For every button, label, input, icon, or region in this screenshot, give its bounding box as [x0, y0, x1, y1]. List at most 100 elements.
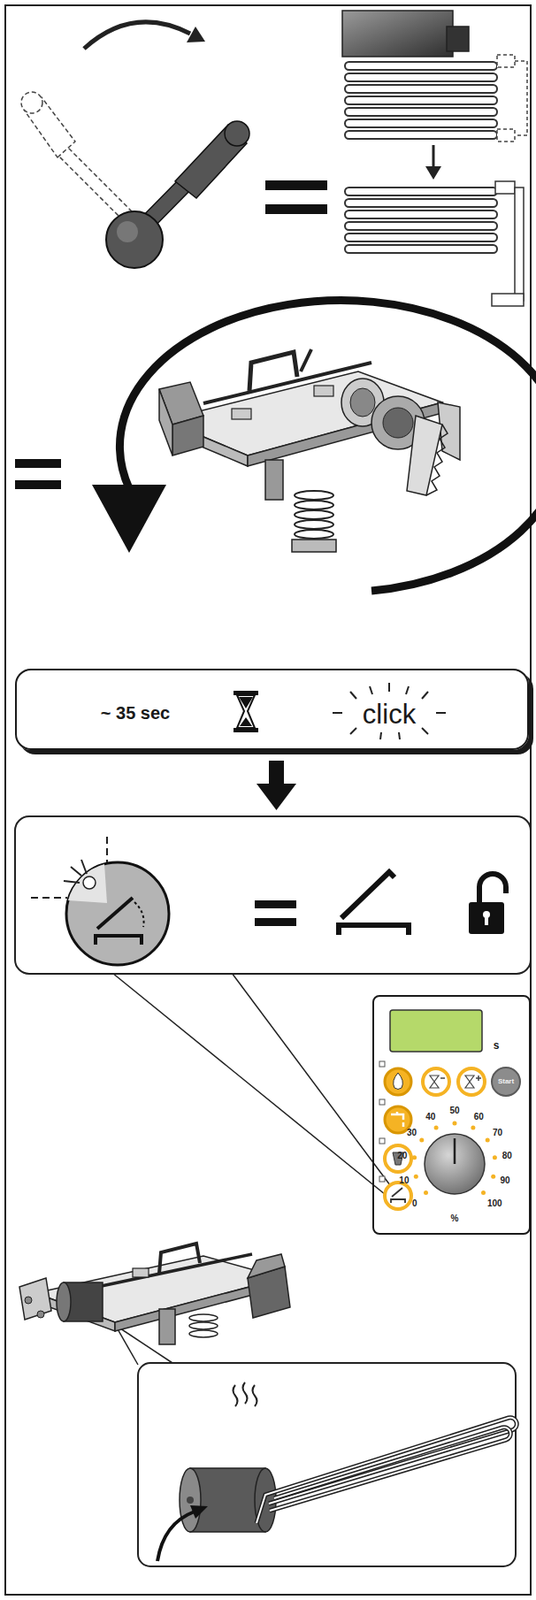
unit-label: s — [493, 1040, 500, 1051]
coil-fitting — [497, 129, 515, 142]
time-label: ~ 35 sec — [100, 704, 170, 722]
coil-turn — [344, 130, 498, 139]
coil-head — [342, 10, 453, 57]
down-arrow — [268, 760, 284, 786]
equals-sign — [254, 918, 297, 927]
timer-box: ~ 35 sec click — [15, 668, 529, 751]
equals-sign — [254, 900, 297, 909]
equals-sign — [265, 180, 328, 191]
click-rays — [332, 682, 446, 740]
machine-saw — [406, 415, 443, 496]
machine-spring — [189, 1314, 218, 1322]
open-lid-symbol — [341, 872, 395, 919]
dial-unit: % — [451, 1214, 460, 1224]
coil-turn — [344, 187, 498, 196]
status-led — [379, 1138, 385, 1144]
coil-turn — [344, 245, 498, 253]
dial-value: 50 — [449, 1106, 460, 1116]
dial-value: 60 — [474, 1112, 484, 1122]
equals-sign — [265, 204, 328, 215]
lever-ghost — [54, 145, 138, 222]
machine-spring — [189, 1322, 218, 1330]
display-screen — [390, 1010, 483, 1052]
machine-fitting — [132, 1268, 149, 1278]
lever-handle — [224, 121, 250, 146]
click-ray — [421, 691, 429, 699]
dial-value: 70 — [492, 1128, 503, 1138]
coil-turn — [344, 119, 498, 128]
machine-block — [159, 389, 173, 456]
tongs — [269, 1427, 511, 1511]
hourglass-icon — [238, 696, 253, 709]
heat-waves — [233, 1385, 238, 1407]
dial-dot — [490, 1174, 496, 1180]
equals-sign — [15, 480, 62, 490]
coil-head — [446, 26, 469, 52]
padlock-open — [468, 902, 505, 935]
down-arrow — [432, 145, 436, 169]
machine-fitting — [313, 385, 334, 397]
heat-waves — [243, 1382, 248, 1404]
dashed-guide — [30, 896, 68, 899]
click-ray — [388, 682, 391, 692]
machine-pipe — [265, 459, 284, 500]
coil-pipe — [514, 61, 528, 136]
dial-dot — [485, 1138, 491, 1143]
coil-turn — [344, 233, 498, 242]
coil-pipe — [514, 187, 524, 301]
dial-dot — [412, 1155, 417, 1160]
machine-spring — [294, 510, 334, 520]
button-label: Start — [497, 1078, 514, 1086]
dial-value: 100 — [487, 1199, 503, 1209]
status-led — [379, 1176, 385, 1182]
machine-cylinder — [350, 388, 376, 417]
light-ray — [81, 859, 87, 874]
dial-value: 0 — [412, 1199, 418, 1209]
padlock-keyhole — [484, 914, 489, 926]
dial-value: 30 — [406, 1128, 417, 1138]
lever-pivot — [116, 221, 138, 243]
coil-fitting — [491, 293, 524, 307]
click-label: click — [362, 700, 416, 728]
coil-turn — [344, 96, 498, 105]
coil-turn — [344, 199, 498, 207]
rotation-arrow — [119, 300, 536, 591]
hourglass-icon — [465, 1075, 475, 1088]
machine-handle — [249, 352, 298, 391]
coil-turn — [344, 107, 498, 116]
dial-dot — [492, 1155, 498, 1160]
open-lid-symbol — [338, 925, 409, 935]
coil-turn — [344, 84, 498, 93]
dial-dot — [419, 1138, 424, 1143]
time-plus-button — [458, 1068, 485, 1095]
hourglass-icon — [429, 1075, 439, 1088]
click-ray — [436, 712, 446, 714]
crucible — [186, 1496, 194, 1504]
click-ray — [398, 732, 400, 740]
machine-spring — [294, 500, 334, 510]
dial-value: 80 — [502, 1151, 513, 1161]
lid-button — [384, 1182, 412, 1210]
machine-pipe — [159, 1309, 176, 1345]
crucible — [56, 1282, 71, 1322]
machine-base — [291, 539, 337, 552]
heat-waves — [252, 1385, 258, 1407]
padlock-open — [479, 873, 506, 904]
machine-lever — [300, 349, 312, 372]
machine-frame — [19, 1278, 52, 1320]
machine-block — [247, 1254, 285, 1279]
machine-roller — [382, 407, 414, 438]
dial-dot — [423, 1190, 429, 1195]
dial-value: 40 — [425, 1112, 436, 1122]
machine-spring — [294, 520, 334, 529]
machine-bolt — [37, 1310, 45, 1318]
machine-spring — [294, 490, 334, 500]
crucible-button — [384, 1145, 412, 1172]
click-ray — [332, 712, 343, 714]
page-frame — [5, 5, 531, 1595]
dial-dot — [452, 1121, 458, 1126]
lid-button-icon — [66, 862, 169, 965]
arrow-head — [186, 26, 206, 43]
down-arrow — [256, 783, 297, 811]
arrow-head — [190, 1505, 208, 1519]
